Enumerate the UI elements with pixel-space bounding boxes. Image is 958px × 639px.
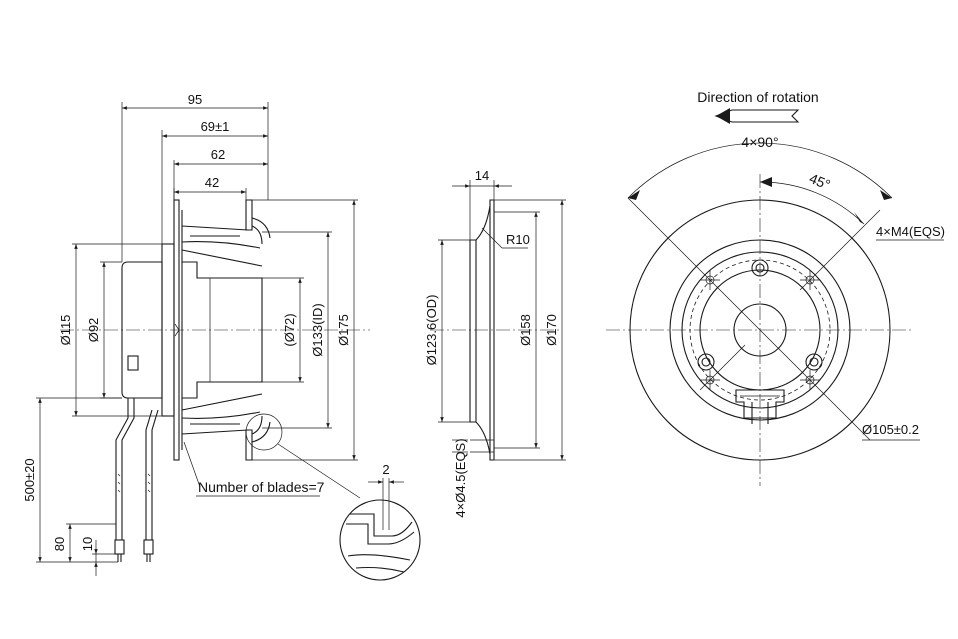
cable-b xyxy=(145,409,153,540)
hub-circle xyxy=(733,303,787,357)
mount-hole-ne xyxy=(800,270,820,290)
dim-72-label: (Ø72) xyxy=(282,313,297,346)
impeller-hub xyxy=(182,261,263,399)
mount-hole-sw xyxy=(700,370,720,390)
mid-ring xyxy=(669,239,851,421)
ring-170-label: Ø170 xyxy=(544,314,559,346)
pitch-arc xyxy=(627,142,893,199)
motor-screw-right xyxy=(805,353,823,371)
pitch-label: 4×90° xyxy=(741,134,778,150)
dim-62-label: 62 xyxy=(211,147,225,162)
ring-radius-label: R10 xyxy=(506,232,530,247)
ring-holes-label: 4×Ø4.5(EQS) xyxy=(453,438,468,517)
connector-a xyxy=(114,539,125,555)
connector-b xyxy=(143,539,154,555)
threads-label: 4×M4(EQS) xyxy=(876,224,945,239)
dim-69-label: 69±1 xyxy=(201,119,230,134)
dim-175-label: Ø175 xyxy=(336,314,351,346)
motor-screw-left xyxy=(697,353,715,371)
rotation-label: Direction of rotation xyxy=(697,89,818,105)
dim-10-label: 10 xyxy=(80,537,95,551)
dim-95-label: 95 xyxy=(188,92,202,107)
ring-view: 14 R10 Ø123.6(OD) Ø158 Ø170 4×Ø4.5(EQS) xyxy=(424,168,566,518)
detail-circle xyxy=(339,499,421,581)
dim-115-label: Ø115 xyxy=(58,315,73,346)
detail-gap-label: 2 xyxy=(382,462,389,477)
motor-screw-top xyxy=(751,259,769,277)
ring-inner-rim xyxy=(469,239,477,423)
ring-thickness-label: 14 xyxy=(475,168,489,183)
cable-gland xyxy=(127,355,139,371)
dim-80-label: 80 xyxy=(52,537,67,551)
dim-133-label: Ø133(ID) xyxy=(310,303,325,356)
dim-42-label: 42 xyxy=(205,175,219,190)
angle-label: 45° xyxy=(807,170,833,193)
detail-callout-circle xyxy=(245,413,283,451)
blades-label: Number of blades=7 xyxy=(198,479,325,495)
cable-a xyxy=(115,398,129,540)
dim-500-label: 500±20 xyxy=(22,458,37,501)
angle-arc xyxy=(759,181,865,225)
detail-view: 2 xyxy=(339,462,421,581)
dim-92-label: Ø92 xyxy=(86,318,101,343)
rotation-arrow xyxy=(714,109,800,123)
side-view: 95 69±1 62 42 Ø115 Ø92 (Ø72) Ø133(ID) Ø1… xyxy=(22,92,370,576)
cable-exit xyxy=(735,389,785,419)
mount-hole-se xyxy=(800,370,820,390)
ring-158-label: Ø158 xyxy=(518,314,533,346)
bolt-circle-label: Ø105±0.2 xyxy=(862,422,919,437)
front-view: Direction of rotation 4×90° 45° 4×M4(EQS… xyxy=(606,89,945,486)
mount-hole-nw xyxy=(700,270,720,290)
ring-od-label: Ø123.6(OD) xyxy=(424,295,439,366)
outer-ring xyxy=(629,199,891,461)
